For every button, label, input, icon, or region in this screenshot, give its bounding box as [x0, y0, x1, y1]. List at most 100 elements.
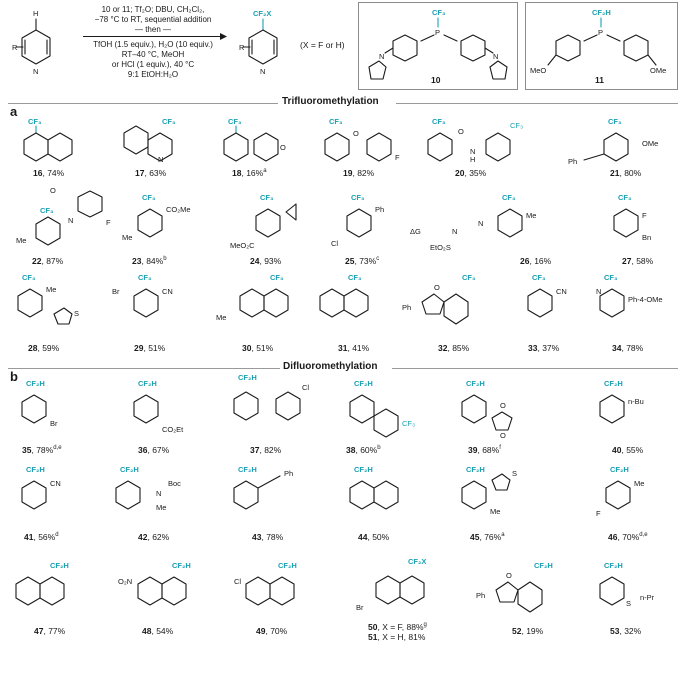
label-41: 41, 56%d	[24, 532, 59, 542]
svg-text:S: S	[626, 599, 631, 608]
condition-line-1: 10 or 11; Tf₂O; DBU, CH₂Cl₂,	[101, 5, 205, 14]
compound-19: CF₃ O F	[324, 117, 400, 162]
svg-text:10: 10	[431, 75, 441, 85]
compound-46: CF₂H Me F	[596, 465, 644, 518]
svg-text:O: O	[353, 129, 359, 138]
svg-text:CF₃: CF₃	[618, 193, 632, 202]
svg-text:CF₃: CF₃	[22, 273, 36, 282]
svg-text:CF₂H: CF₂H	[610, 465, 629, 474]
label-28: 28, 59%	[28, 343, 60, 353]
label-17: 17, 63%	[135, 168, 167, 178]
compound-18: CF₃ O	[223, 117, 286, 162]
label-29: 29, 51%	[134, 343, 166, 353]
svg-text:Me: Me	[16, 236, 26, 245]
svg-text:P: P	[598, 28, 603, 37]
label-22: 22, 87%	[32, 256, 64, 266]
svg-text:O: O	[280, 143, 286, 152]
svg-text:MeO: MeO	[530, 66, 546, 75]
label-23: 23, 84%b	[132, 256, 167, 266]
svg-text:Br: Br	[356, 603, 364, 612]
section-b-letter: b	[10, 369, 18, 384]
condition-line-6: or HCl (1 equiv.), 40 °C	[111, 60, 195, 69]
compound-16: CF₃	[23, 117, 73, 162]
svg-text:CF₃: CF₃	[28, 117, 42, 126]
compound-23: CF₃ Me CO₂Me	[122, 193, 191, 242]
svg-text:Ph: Ph	[402, 303, 411, 312]
svg-text:CF₂H: CF₂H	[238, 373, 257, 382]
section-b-rule-right	[392, 368, 678, 369]
label-48: 48, 54%	[142, 626, 174, 636]
compound-31: CF₃	[319, 273, 369, 318]
compound-34: CF₃ N Ph-4-OMe	[596, 273, 663, 318]
product-n: N	[260, 67, 265, 76]
svg-text:O: O	[500, 401, 506, 410]
svg-text:O₂N: O₂N	[118, 577, 132, 586]
svg-text:Bn: Bn	[642, 233, 651, 242]
svg-text:CF₃: CF₃	[260, 193, 274, 202]
condition-line-5: RT–40 °C, MeOH	[121, 50, 185, 59]
svg-text:N: N	[156, 489, 161, 498]
label-47: 47, 77%	[34, 626, 66, 636]
svg-text:CF₃: CF₃	[432, 117, 446, 126]
svg-text:CF₂H: CF₂H	[120, 465, 139, 474]
svg-text:ΔG: ΔG	[410, 227, 421, 236]
x-note: (X = F or H)	[300, 40, 345, 50]
label-20: 20, 35%	[455, 168, 487, 178]
svg-text:Me: Me	[46, 285, 56, 294]
compound-52: CF₂H Ph O	[476, 561, 553, 613]
svg-text:N: N	[493, 52, 498, 61]
product-pyridine: CF₂X R N	[239, 9, 278, 76]
label-37: 37, 82%	[250, 445, 282, 455]
label-19: 19, 82%	[343, 168, 375, 178]
section-a-title: Trifluoromethylation	[282, 96, 379, 107]
compound-30: CF₃ Me	[216, 273, 289, 322]
label-33: 33, 37%	[528, 343, 560, 353]
section-a-letter: a	[10, 104, 18, 119]
label-21: 21, 80%	[610, 168, 642, 178]
compound-47: CF₂H	[15, 561, 69, 606]
label-18: 18, 16%a	[232, 168, 267, 178]
svg-text:CF₂H: CF₂H	[534, 561, 553, 570]
compound-33: CF₃ CN	[527, 273, 567, 318]
svg-text:F: F	[642, 211, 647, 220]
reagent-10-box: CF₃ P N N 10	[358, 2, 518, 90]
svg-text:Me: Me	[490, 507, 500, 516]
svg-text:N: N	[470, 147, 475, 156]
section-b-title: Difluoromethylation	[283, 361, 378, 372]
label-44: 44, 50%	[358, 532, 390, 542]
svg-text:CF₃: CF₃	[40, 206, 54, 215]
label-40: 40, 55%	[612, 445, 644, 455]
svg-text:CF₃: CF₃	[270, 273, 284, 282]
reagent-11-structure: CF₂H P MeO OMe 11	[530, 8, 666, 85]
svg-text:CF₂H: CF₂H	[354, 379, 373, 388]
svg-text:CF₂H: CF₂H	[138, 379, 157, 388]
compound-28: CF₃ Me S	[17, 273, 79, 325]
svg-text:CF₃: CF₃	[329, 117, 343, 126]
svg-text:CO₂Me: CO₂Me	[166, 205, 191, 214]
svg-text:CN: CN	[162, 287, 173, 296]
compound-39: CF₂H O O	[461, 379, 513, 440]
label-24: 24, 93%	[250, 256, 282, 266]
svg-text:Me: Me	[216, 313, 226, 322]
svg-text:MeO₂C: MeO₂C	[230, 241, 255, 250]
svg-text:CF₂X: CF₂X	[408, 557, 426, 566]
compound-21: CF₃ Ph OMe	[568, 117, 658, 166]
svg-text:CN: CN	[50, 479, 61, 488]
svg-text:O: O	[434, 283, 440, 292]
svg-text:Me: Me	[156, 503, 166, 512]
compound-45: CF₂H S Me	[461, 465, 517, 516]
label-50: 50, X = F, 88%g	[368, 622, 427, 632]
section-b-rule-left	[8, 368, 280, 369]
label-53: 53, 32%	[610, 626, 642, 636]
svg-text:F: F	[395, 153, 400, 162]
svg-text:N: N	[478, 219, 483, 228]
condition-line-3: — then —	[134, 25, 171, 34]
compound-20: CF₃ O N H CF₃	[427, 117, 523, 164]
svg-text:CF₃: CF₃	[351, 193, 365, 202]
svg-text:Me: Me	[634, 479, 644, 488]
compound-49: Cl CF₂H	[234, 561, 297, 606]
label-34: 34, 78%	[612, 343, 644, 353]
compound-48: O₂N CF₂H	[118, 561, 191, 606]
svg-text:CF₃: CF₃	[162, 117, 176, 126]
svg-text:N: N	[379, 52, 384, 61]
